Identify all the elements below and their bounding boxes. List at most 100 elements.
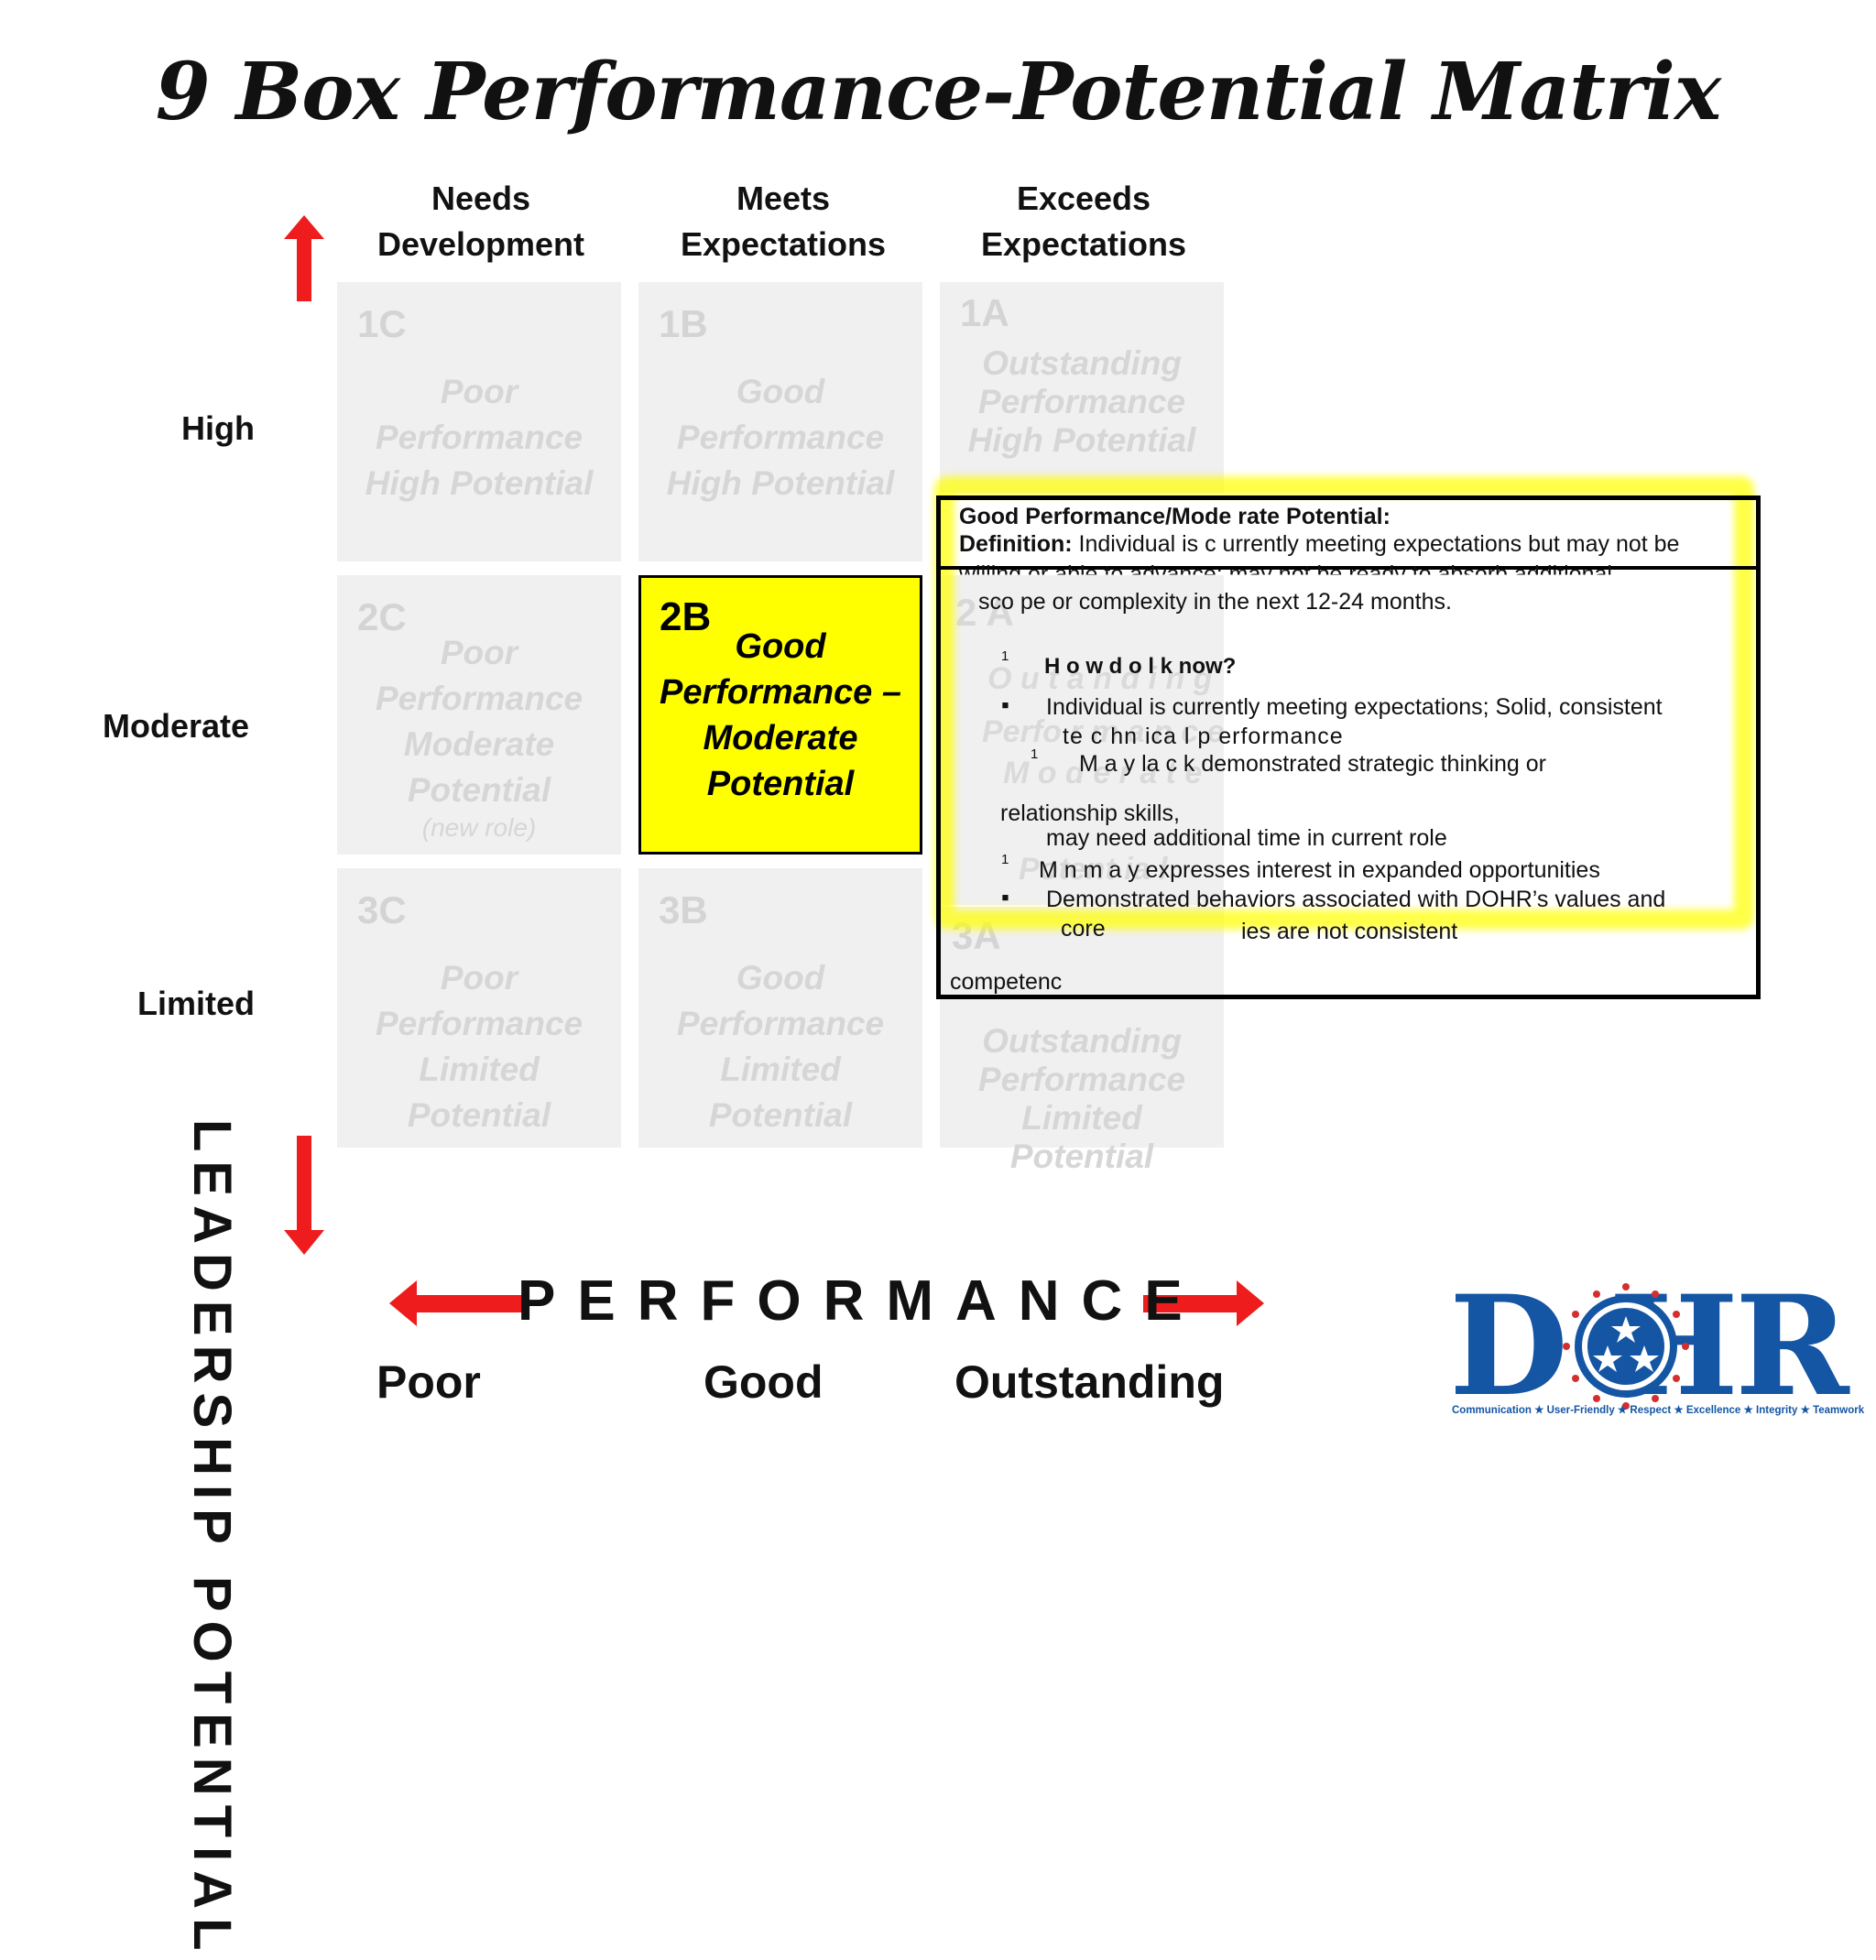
tennessee-stars-emblem-icon <box>1563 1283 1689 1410</box>
row-label-high: High <box>181 409 255 447</box>
cell-label-line: Performance <box>375 680 584 717</box>
bullet-text: relationship skills, <box>1000 800 1180 826</box>
cell-label-line: High Potential <box>967 421 1196 459</box>
vertical-double-arrow <box>284 215 324 1255</box>
ghost-text: Perfo r m a n c e <box>982 714 1225 749</box>
cell-code: 2B <box>660 594 712 639</box>
popup-divider <box>936 566 1761 570</box>
cell-code: 3B <box>659 888 708 931</box>
row-label-moderate: Moderate <box>102 707 249 745</box>
cell-1c: 1C Poor Performance High Potential <box>337 282 621 561</box>
bullet-mark: ▪ <box>1001 692 1009 718</box>
row-label-limited: Limited <box>136 985 255 1022</box>
cell-label-line: Moderate <box>403 725 555 763</box>
bullet-text: ies are not consistent <box>1241 919 1458 944</box>
sub-mark: 1 <box>1001 852 1009 867</box>
ghost-text: M o d e r a t e <box>1003 756 1203 790</box>
dohr-logo-tagline: Communication ★ User-Friendly ★ Respect … <box>1452 1405 1865 1416</box>
cell-3b: 3B Good Performance Limited Potential <box>638 868 922 1148</box>
cell-label: Outstanding Performance High Potential <box>940 344 1224 460</box>
bullet-text: Demonstrated behaviors associated with D… <box>1046 887 1666 912</box>
cell-code: 1B <box>659 302 708 345</box>
cell-3c: 3C Poor Performance Limited Potential <box>337 868 621 1148</box>
ghost-text: O u t a n d i n g <box>987 661 1213 696</box>
cell-label-line: Outstanding <box>982 1022 1182 1060</box>
cell-label-line: Potential <box>706 765 855 803</box>
popup-definition-line: sco pe or complexity in the next 12-24 m… <box>978 589 1452 615</box>
arrow-left-shaft <box>415 1295 527 1312</box>
arrow-down-head <box>284 1230 324 1255</box>
cell-label-line: Good <box>736 959 825 996</box>
popup-definition-line: willing or able to advance; may not be r… <box>959 561 1612 587</box>
y-axis-label: LEADERSHIP POTENTIAL <box>182 1119 242 1960</box>
column-header-line: Expectations <box>680 225 887 263</box>
definition-label: Definition: <box>959 531 1073 557</box>
cell-label-line: High Potential <box>666 464 895 502</box>
cell-label-line: Potential <box>1009 1138 1154 1175</box>
cell-label-line: Outstanding <box>982 344 1182 382</box>
popup-highlight-glow <box>934 476 1754 930</box>
bullet-text: Individual is currently meeting expectat… <box>1046 694 1663 720</box>
column-header-line: Development <box>376 225 585 263</box>
column-header-line: Expectations <box>980 225 1187 263</box>
cell-2b-highlighted: 2B Good Performance – Moderate Potential <box>638 575 922 855</box>
popup-definition-line: Definition: Individual is c urrently mee… <box>959 531 1679 558</box>
cell-label-line: High Potential <box>365 464 594 502</box>
arrow-up-head <box>284 215 324 239</box>
cell-label-line: Limited <box>720 1051 841 1088</box>
cell-2a-ghost <box>940 575 1224 905</box>
page-title: 9 Box Performance-Potential Matrix <box>155 46 1721 138</box>
cell-label-line: Limited <box>1021 1099 1142 1137</box>
cell-label-line: Performance <box>375 419 584 456</box>
cell-label-line: Performance <box>977 1061 1186 1098</box>
bullet-text: M n m a y expresses interest in expanded… <box>1039 857 1600 883</box>
cell-label-line: Potential <box>407 771 551 809</box>
arrow-right-head <box>1237 1280 1264 1326</box>
arrow-down-shaft <box>297 1136 311 1232</box>
cell-1a: 1A Outstanding Performance High Potentia… <box>940 282 1224 493</box>
definition-text: Individual is c urrently meeting expecta… <box>1072 531 1680 557</box>
x-axis-label: PERFORMANCE <box>518 1269 1205 1333</box>
how-heading: H o w d o l k now? <box>1044 654 1237 679</box>
cell-label: Good Performance – Moderate Potential <box>641 624 920 807</box>
cell-label-line: Performance <box>375 1005 584 1042</box>
cell-code: 1A <box>960 291 1009 334</box>
cell-label-line: Good <box>736 373 825 410</box>
cell-1b: 1B Good Performance High Potential <box>638 282 922 561</box>
column-header-exceeds-expectations: Exceeds Expectations <box>942 176 1226 267</box>
cell-2a-code: 2 A <box>955 591 1014 634</box>
cell-label-line: Potential <box>407 1096 551 1134</box>
cell-code: 3C <box>357 888 407 931</box>
arrow-left-head <box>389 1280 417 1326</box>
x-category-good: Good <box>704 1356 823 1408</box>
column-header-meets-expectations: Meets Expectations <box>641 176 925 267</box>
column-header-needs-development: Needs Development <box>339 176 623 267</box>
cell-label: Outstanding Performance Limited Potentia… <box>940 1022 1224 1176</box>
cell-label: Poor Performance Limited Potential <box>337 955 621 1138</box>
x-category-poor: Poor <box>376 1356 481 1408</box>
definition-popup <box>936 495 1761 999</box>
cell-2c: 2C Poor Performance Moderate Potential (… <box>337 575 621 855</box>
cell-label-line: Performance <box>676 1005 885 1042</box>
cell-label: Poor Performance High Potential <box>337 369 621 506</box>
cell-label-line: Poor <box>440 959 518 996</box>
arrow-right-shaft <box>1143 1295 1237 1312</box>
column-header-line: Meets <box>736 180 831 217</box>
bullet-text: core <box>1061 916 1106 942</box>
sub-mark: 1 <box>1001 648 1009 664</box>
cell-label-line: Performance <box>977 383 1186 420</box>
cell-note: (new role) <box>421 813 537 842</box>
x-category-outstanding: Outstanding <box>954 1356 1225 1408</box>
cell-label-line: Poor <box>440 373 518 410</box>
cell-label-line: Performance <box>676 419 885 456</box>
cell-label-line: Good <box>735 627 826 666</box>
bullet-text: M a y la c k demonstrated strategic thin… <box>1079 751 1546 777</box>
cell-label-line: Potential <box>708 1096 853 1134</box>
cell-code: 1C <box>357 302 407 345</box>
cell-label-line: Performance – <box>659 673 901 712</box>
cell-label: Good Performance Limited Potential <box>638 955 922 1138</box>
column-header-line: Needs <box>431 180 531 217</box>
horizontal-double-arrow <box>389 1280 1264 1326</box>
cell-label: Good Performance High Potential <box>638 369 922 506</box>
cell-3a: Outstanding Performance Limited Potentia… <box>940 1004 1224 1175</box>
